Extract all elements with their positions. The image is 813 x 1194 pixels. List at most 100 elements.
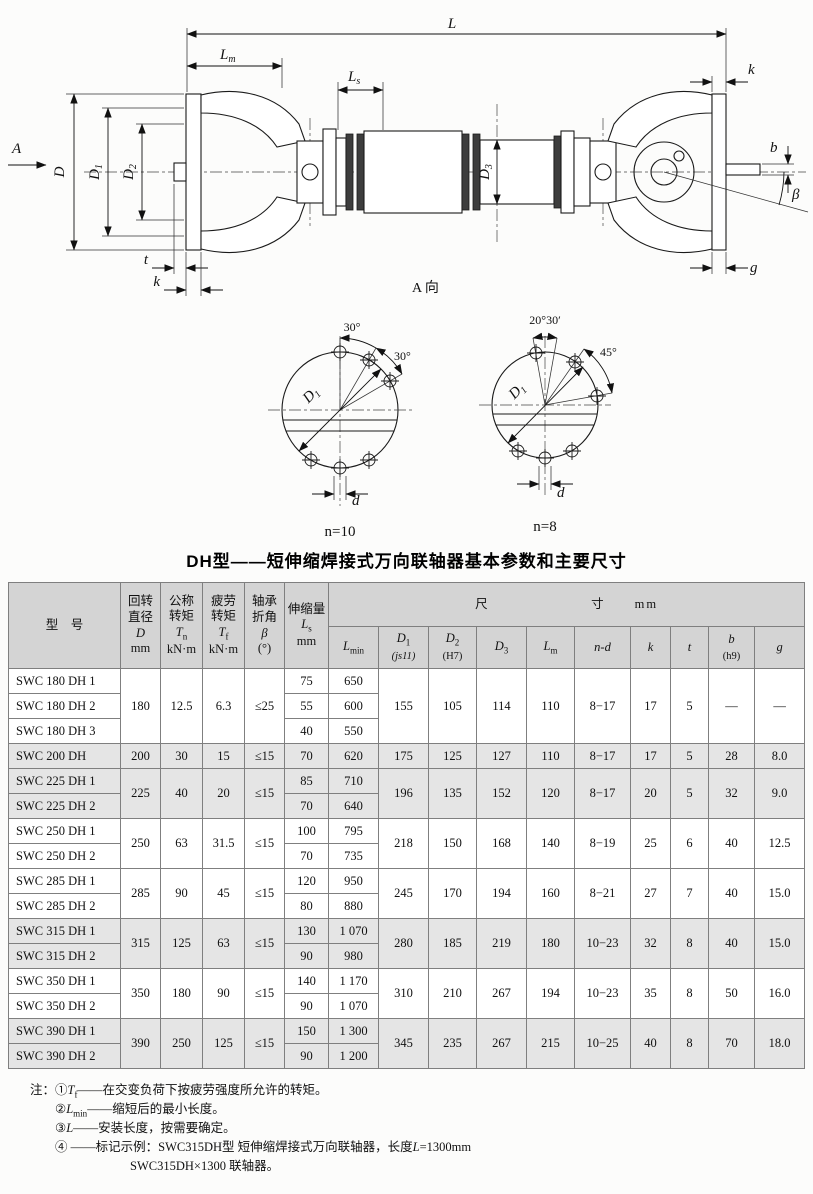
table-cell: 70 [284, 743, 329, 769]
technical-drawing: L Lm Ls k A D D1 D2 [8, 16, 809, 540]
table-cell: ≤15 [244, 968, 285, 1019]
table-cell: 110 [526, 743, 575, 769]
table-cell: ≤15 [244, 918, 285, 969]
table-cell: 31.5 [202, 818, 245, 869]
bolt-hole [508, 441, 528, 461]
table-cell: 215 [526, 1018, 575, 1069]
dim-label-g: g [750, 260, 758, 276]
table-cell: 7 [670, 868, 709, 919]
table-cell: 40 [630, 1018, 671, 1069]
table-cell: 20 [202, 768, 245, 819]
table-cell: 12.5 [160, 668, 203, 744]
table-cell: 35 [630, 968, 671, 1019]
table-cell: 225 [120, 768, 161, 819]
right-yoke-upper-arm [607, 90, 713, 148]
table-cell: 1 200 [328, 1043, 379, 1069]
right-cross-block [589, 140, 617, 204]
table-cell: 63 [160, 818, 203, 869]
table-cell: 180 [160, 968, 203, 1019]
table-cell: 980 [328, 943, 379, 969]
flange-key-bar [725, 163, 761, 176]
table-cell: 70 [284, 843, 329, 869]
dim-label-L: L [447, 16, 456, 32]
model-cell: SWC 200 DH [8, 743, 121, 769]
table-cell: ≤15 [244, 743, 285, 769]
model-cell: SWC 390 DH 1 [8, 1018, 121, 1044]
note-line: ④ ——标记示例：SWC315DH型 短伸缩焊接式万向联轴器，长度L=1300m… [55, 1140, 472, 1154]
table-cell: 90 [284, 943, 329, 969]
model-cell: SWC 250 DH 1 [8, 818, 121, 844]
column-header: g [753, 626, 806, 669]
table-cell: 110 [526, 668, 575, 744]
bolt-hole [301, 450, 321, 470]
table-cell: 40 [708, 868, 755, 919]
table-cell: 345 [378, 1018, 429, 1069]
table-cell: 6.3 [202, 668, 245, 744]
bolt-hole [380, 371, 400, 391]
table-cell: 160 [526, 868, 575, 919]
table-cell: 6 [670, 818, 709, 869]
section-view-label: A 向 [412, 280, 439, 296]
right-flange-face [633, 141, 695, 203]
table-cell: 194 [476, 868, 527, 919]
dim-label-D1-n10: D1 [299, 384, 324, 409]
table-cell: 168 [476, 818, 527, 869]
spline-sleeve [363, 130, 463, 214]
table-cell: 180 [526, 918, 575, 969]
table-cell: 30 [160, 743, 203, 769]
table-cell: 550 [328, 718, 379, 744]
table-cell: 267 [476, 968, 527, 1019]
table-cell: 105 [428, 668, 477, 744]
right-cross-bearing [594, 163, 612, 181]
dim-label-t: t [144, 252, 149, 268]
table-cell: 1 300 [328, 1018, 379, 1044]
note-line: 注：①Tf——在交变负荷下按疲劳强度所允许的转矩。 [30, 1083, 328, 1100]
table-cell: 90 [284, 993, 329, 1019]
table-cell: 185 [428, 918, 477, 969]
table-cell: 1 070 [328, 918, 379, 944]
table-cell: 135 [428, 768, 477, 819]
table-cell: 32 [630, 918, 671, 969]
column-header: 型 号 [8, 582, 121, 669]
page-title: DH型——短伸缩焊接式万向联轴器基本参数和主要尺寸 [186, 552, 627, 571]
dim-label-k-bottom: k [153, 274, 160, 290]
dim-label-k-top: k [748, 62, 755, 78]
table-cell: 80 [284, 893, 329, 919]
right-flange [711, 93, 727, 251]
table-cell: 170 [428, 868, 477, 919]
table-cell: 32 [708, 768, 755, 819]
table-cell: 120 [526, 768, 575, 819]
table-cell: 15.0 [753, 868, 806, 919]
bolt-hole [535, 448, 555, 468]
model-cell: SWC 285 DH 1 [8, 868, 121, 894]
dim-label-D: D [52, 166, 68, 178]
table-cell: 90 [160, 868, 203, 919]
column-header: k [630, 626, 671, 669]
column-header: D1(js11) [378, 626, 429, 669]
dim-label-d-n10: d [352, 493, 360, 509]
table-cell: 795 [328, 818, 379, 844]
table-cell: 1 070 [328, 993, 379, 1019]
table-cell: 70 [708, 1018, 755, 1069]
note-line: SWC315DH×1300 联轴器。 [130, 1159, 280, 1173]
model-cell: SWC 180 DH 2 [8, 693, 121, 719]
left-yoke-lower-arm [200, 196, 306, 254]
table-cell: 75 [284, 668, 329, 694]
bolt-hole [562, 441, 582, 461]
model-cell: SWC 350 DH 1 [8, 968, 121, 994]
flange-n10-view: D1 30° 30° d n=10 [268, 320, 412, 540]
table-cell: 17 [630, 743, 671, 769]
table-cell: 10−23 [574, 918, 631, 969]
dim-label-D3: D3 [477, 164, 495, 181]
notes: 注：①Tf——在交变负荷下按疲劳强度所允许的转矩。②Lmin——缩短后的最小长度… [30, 1081, 813, 1176]
table-cell: 152 [476, 768, 527, 819]
table-cell: 245 [378, 868, 429, 919]
table-cell: 114 [476, 668, 527, 744]
bolt-hole [359, 450, 379, 470]
table-cell: 125 [428, 743, 477, 769]
